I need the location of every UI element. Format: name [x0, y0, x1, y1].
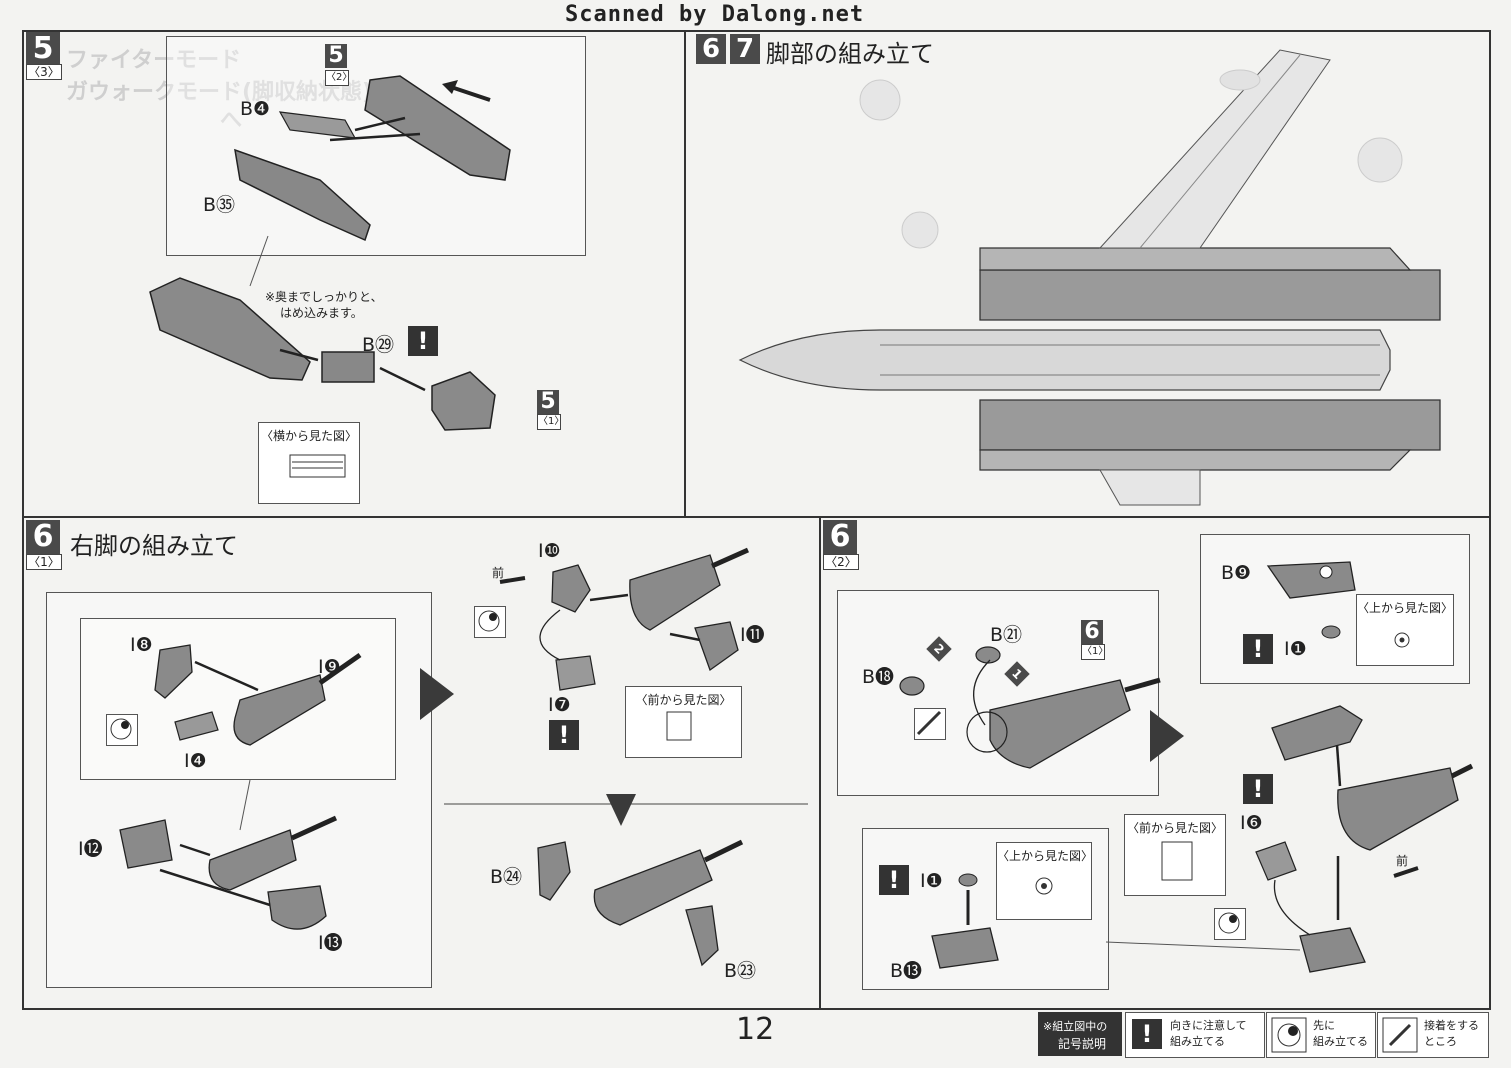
warning-exclamation-icon: !: [1243, 774, 1273, 804]
section-5-note-1: ※奥までしっかりと、: [265, 290, 383, 304]
section-5-callout-number: 5: [325, 44, 347, 68]
part-label-b18: B⓲: [862, 666, 895, 688]
top-view-box-6-2: 〈上から見た図〉: [1356, 594, 1454, 666]
part-label-i11: I⓫: [740, 624, 765, 646]
panel-section-67: [684, 30, 1491, 518]
side-view-box: 〈横から見た図〉: [258, 422, 360, 504]
part-label-i8: I❽: [130, 634, 153, 656]
front-label-6-2: 前: [1396, 854, 1409, 868]
front-label-6-1: 前: [492, 566, 505, 580]
section-6-2-sub: 〈2〉: [823, 554, 859, 570]
legend-item3-line1: 接着をする: [1424, 1019, 1479, 1032]
legend-item-glue: 接着をする ところ: [1377, 1012, 1489, 1058]
part-label-i4: I❹: [184, 750, 207, 772]
front-view-box-6-1: 〈前から見た図〉: [625, 686, 742, 758]
part-label-b24: B㉔: [490, 866, 523, 888]
part-label-i13: I⓭: [318, 932, 343, 954]
section-6-1-title: 右脚の組み立て: [70, 532, 238, 560]
legend-item2-line1: 先に: [1313, 1019, 1335, 1032]
faded-text-2: ガウォークモード(脚収納状態): [66, 80, 373, 105]
panel-section-6-2: [819, 516, 1491, 1010]
section-5-detail-box: [166, 36, 586, 256]
warning-exclamation-icon: !: [549, 720, 579, 750]
warning-exclamation-icon: !: [879, 865, 909, 895]
top-view-box-6-2-b: 〈上から見た図〉: [996, 842, 1094, 920]
section-6-2-number: 6: [823, 520, 857, 554]
top-view-title-6-2-b: 〈上から見た図〉: [997, 849, 1094, 863]
part-label-i1-a: I❶: [1284, 638, 1307, 660]
part-label-i7: I❼: [548, 694, 571, 716]
section-6-2-callout-sub: 〈1〉: [1081, 644, 1108, 660]
part-label-b21: B㉑: [990, 624, 1023, 646]
part-label-b23: B㉓: [724, 960, 757, 982]
pre-assemble-circle-icon: [1271, 1017, 1307, 1053]
side-view-title: 〈横から見た図〉: [260, 429, 357, 443]
part-label-b4: B❹: [240, 98, 271, 120]
section-6-1-sub: 〈1〉: [26, 554, 62, 570]
faded-text-3: へ: [220, 108, 243, 133]
legend-item1-line1: 向きに注意して: [1170, 1019, 1247, 1032]
section-6-1-subassembly-box: [80, 618, 396, 780]
part-label-i9: I❾: [318, 656, 341, 678]
part-label-b29: B㉙: [362, 334, 395, 356]
section-5-note-2: はめ込みます。: [280, 306, 363, 320]
front-view-title-6-2: 〈前から見た図〉: [1126, 821, 1223, 835]
glue-brush-icon: [914, 708, 946, 740]
legend-heading-line2: 記号説明: [1058, 1037, 1107, 1051]
part-label-b9: B❾: [1221, 562, 1252, 584]
section-67-number-a: 6: [696, 34, 726, 64]
front-view-title-6-1: 〈前から見た図〉: [635, 693, 732, 707]
section-5-number: 5: [26, 32, 60, 66]
legend-item-orientation: ! 向きに注意して 組み立てる: [1125, 1012, 1265, 1058]
section-67-number-b: 7: [730, 34, 760, 64]
watermark: Scanned by Dalong.net: [565, 2, 865, 27]
section-6-1-assembly-box: [46, 592, 432, 988]
section-5-callout-sub: 〈2〉: [325, 70, 352, 86]
section-5-ref-sub: 〈1〉: [537, 414, 564, 430]
section-6-1-number: 6: [26, 520, 60, 554]
legend-item2-line2: 組み立てる: [1313, 1035, 1368, 1048]
part-label-b35: B㉟: [203, 194, 236, 216]
warning-exclamation-icon: !: [1132, 1019, 1162, 1049]
legend-heading-box: ※組立図中の 記号説明: [1038, 1012, 1122, 1056]
top-view-title-6-2: 〈上から見た図〉: [1357, 601, 1454, 615]
glue-brush-icon: [1382, 1017, 1418, 1053]
legend-item1-line2: 組み立てる: [1170, 1035, 1225, 1048]
part-label-i12: I⓬: [78, 838, 103, 860]
part-label-i6: I❻: [1240, 812, 1263, 834]
legend-item3-line2: ところ: [1424, 1035, 1457, 1048]
section-67-title: 脚部の組み立て: [766, 40, 934, 68]
warning-exclamation-icon: !: [1243, 634, 1273, 664]
front-view-box-6-2: 〈前から見た図〉: [1124, 814, 1226, 896]
part-label-i10: I❿: [538, 540, 561, 562]
pre-assemble-circle-icon: [1214, 908, 1246, 940]
legend-item-pre-assemble: 先に 組み立てる: [1266, 1012, 1376, 1058]
section-5-sub: 〈3〉: [26, 64, 62, 80]
warning-exclamation-icon: !: [408, 326, 438, 356]
pre-assemble-circle-icon: [106, 714, 138, 746]
legend-heading-line1: ※組立図中の: [1043, 1020, 1108, 1033]
part-label-i1-b: I❶: [920, 870, 943, 892]
faded-text-1: ファイターモード: [66, 48, 242, 73]
section-6-2-callout-number: 6: [1081, 620, 1103, 644]
part-label-b13: B⓭: [890, 960, 923, 982]
page-number: 12: [736, 1012, 775, 1047]
pre-assemble-circle-icon: [474, 606, 506, 638]
section-5-ref-number: 5: [537, 390, 559, 414]
